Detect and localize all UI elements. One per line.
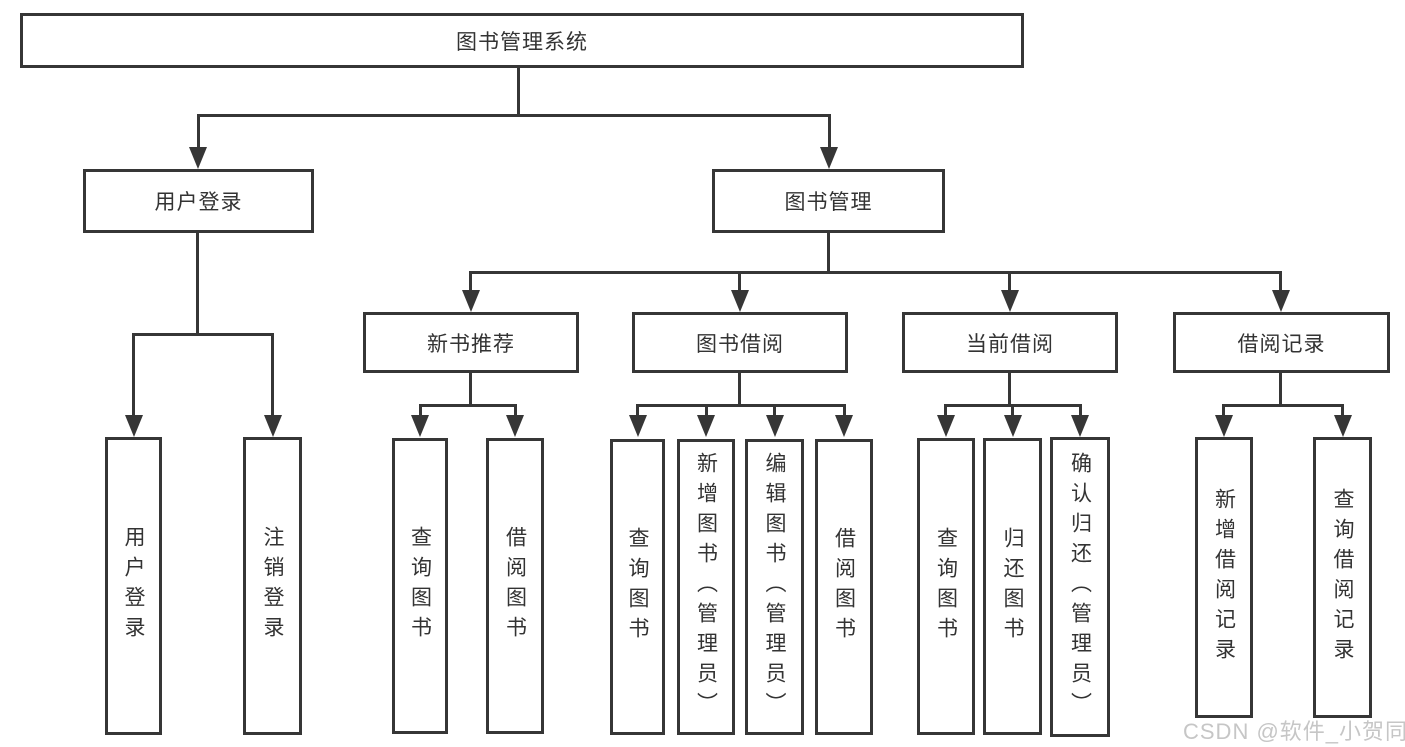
leaf-query-books-current: 查询图书 <box>917 438 975 735</box>
leaf-label: 新增借阅记录 <box>1212 487 1236 668</box>
connector-book-borrow-stem <box>738 371 741 407</box>
node-current-borrowing: 当前借阅 <box>902 312 1118 373</box>
arrow-down-icon <box>1272 290 1290 312</box>
connector-book-mgmt-stem <box>827 231 830 273</box>
arrow-down-icon <box>766 415 784 437</box>
leaf-label: 查询借阅记录 <box>1331 487 1354 668</box>
connector-borrow-records-bar <box>1222 404 1344 407</box>
connector-current-borrow-stem <box>1008 371 1011 407</box>
leaf-query-books-recommend: 查询图书 <box>392 438 448 734</box>
arrow-down-icon <box>1334 415 1352 437</box>
connector-drop-new-books <box>469 271 472 295</box>
node-label: 新书推荐 <box>427 332 515 356</box>
connector-user-login-stem <box>196 231 199 336</box>
arrow-down-icon <box>189 147 207 169</box>
connector-drop-leaf <box>419 404 422 418</box>
connector-drop-logout-leaf <box>271 333 274 418</box>
node-label: 用户登录 <box>154 191 243 214</box>
connector-drop-leaf <box>1222 404 1225 418</box>
leaf-label: 借阅图书 <box>503 526 527 646</box>
node-book-borrowing: 图书借阅 <box>632 312 848 373</box>
leaf-label: 查询图书 <box>408 526 432 646</box>
connector-level3-bar <box>469 271 1282 274</box>
connector-book-borrow-bar <box>636 404 846 407</box>
arrow-down-icon <box>697 415 715 437</box>
leaf-borrow-books-recommend: 借阅图书 <box>486 438 544 734</box>
arrow-down-icon <box>1001 290 1019 312</box>
arrow-down-icon <box>264 415 282 437</box>
node-new-book-recommend: 新书推荐 <box>363 312 579 373</box>
arrow-down-icon <box>835 415 853 437</box>
leaf-query-borrow-record: 查询借阅记录 <box>1313 437 1372 718</box>
connector-drop-login-leaf <box>132 333 135 418</box>
leaf-add-books-admin: 新增图书（管理员） <box>677 439 735 735</box>
leaf-label: 归还图书 <box>1001 526 1024 647</box>
arrow-down-icon <box>411 415 429 437</box>
connector-borrow-records-stem <box>1279 371 1282 407</box>
arrow-down-icon <box>1215 415 1233 437</box>
connector-new-books-bar <box>419 404 517 407</box>
csdn-watermark: CSDN @软件_小贺同学 <box>1183 719 1405 744</box>
node-label: 图书管理 <box>784 191 873 214</box>
leaf-label: 注销登录 <box>261 526 284 646</box>
connector-drop-leaf <box>1079 404 1082 418</box>
arrow-down-icon <box>1004 415 1022 437</box>
connector-drop-leaf <box>944 404 947 418</box>
connector-drop-leaf <box>1011 404 1014 418</box>
node-user-login: 用户登录 <box>83 169 314 233</box>
connector-drop-leaf <box>514 404 517 418</box>
connector-drop-user-login <box>197 114 200 152</box>
leaf-confirm-return-admin: 确认归还（管理员） <box>1050 437 1110 737</box>
arrow-down-icon <box>820 147 838 169</box>
leaf-label: 查询图书 <box>626 527 649 647</box>
arrow-down-icon <box>731 290 749 312</box>
connector-user-login-bar <box>132 333 274 336</box>
arrow-down-icon <box>462 290 480 312</box>
connector-drop-leaf <box>1341 404 1344 418</box>
connector-drop-leaf <box>843 404 846 418</box>
connector-drop-leaf <box>636 404 639 418</box>
connector-level2-bar <box>197 114 831 117</box>
leaf-borrow-books: 借阅图书 <box>815 439 873 735</box>
leaf-label: 查询图书 <box>934 526 958 647</box>
arrow-down-icon <box>629 415 647 437</box>
leaf-query-books-borrowing: 查询图书 <box>610 439 665 735</box>
leaf-logout: 注销登录 <box>243 437 302 735</box>
connector-drop-borrow-records <box>1279 271 1282 295</box>
arrow-down-icon <box>125 415 143 437</box>
leaf-label: 确认归还（管理员） <box>1068 452 1092 722</box>
leaf-label: 编辑图书（管理员） <box>763 452 786 722</box>
connector-new-books-stem <box>469 371 472 407</box>
node-label: 图书管理系统 <box>456 30 588 54</box>
connector-drop-leaf <box>705 404 708 418</box>
connector-drop-current-borrow <box>1008 271 1011 295</box>
arrow-down-icon <box>1071 415 1089 437</box>
connector-drop-leaf <box>773 404 776 418</box>
leaf-label: 用户登录 <box>122 526 145 646</box>
node-book-management: 图书管理 <box>712 169 945 233</box>
leaf-user-login: 用户登录 <box>105 437 162 735</box>
leaf-add-borrow-record: 新增借阅记录 <box>1195 437 1253 718</box>
leaf-return-books: 归还图书 <box>983 438 1042 735</box>
leaf-label: 新增图书（管理员） <box>694 452 718 722</box>
connector-drop-book-borrow <box>738 271 741 295</box>
node-label: 借阅记录 <box>1237 332 1326 356</box>
node-library-management-system: 图书管理系统 <box>20 13 1024 68</box>
leaf-label: 借阅图书 <box>832 527 856 647</box>
leaf-edit-books-admin: 编辑图书（管理员） <box>745 439 804 735</box>
node-label: 当前借阅 <box>966 332 1054 356</box>
connector-root-stem <box>517 66 520 117</box>
arrow-down-icon <box>937 415 955 437</box>
connector-drop-book-mgmt <box>828 114 831 152</box>
arrow-down-icon <box>506 415 524 437</box>
node-borrowing-records: 借阅记录 <box>1173 312 1390 373</box>
node-label: 图书借阅 <box>696 332 784 356</box>
